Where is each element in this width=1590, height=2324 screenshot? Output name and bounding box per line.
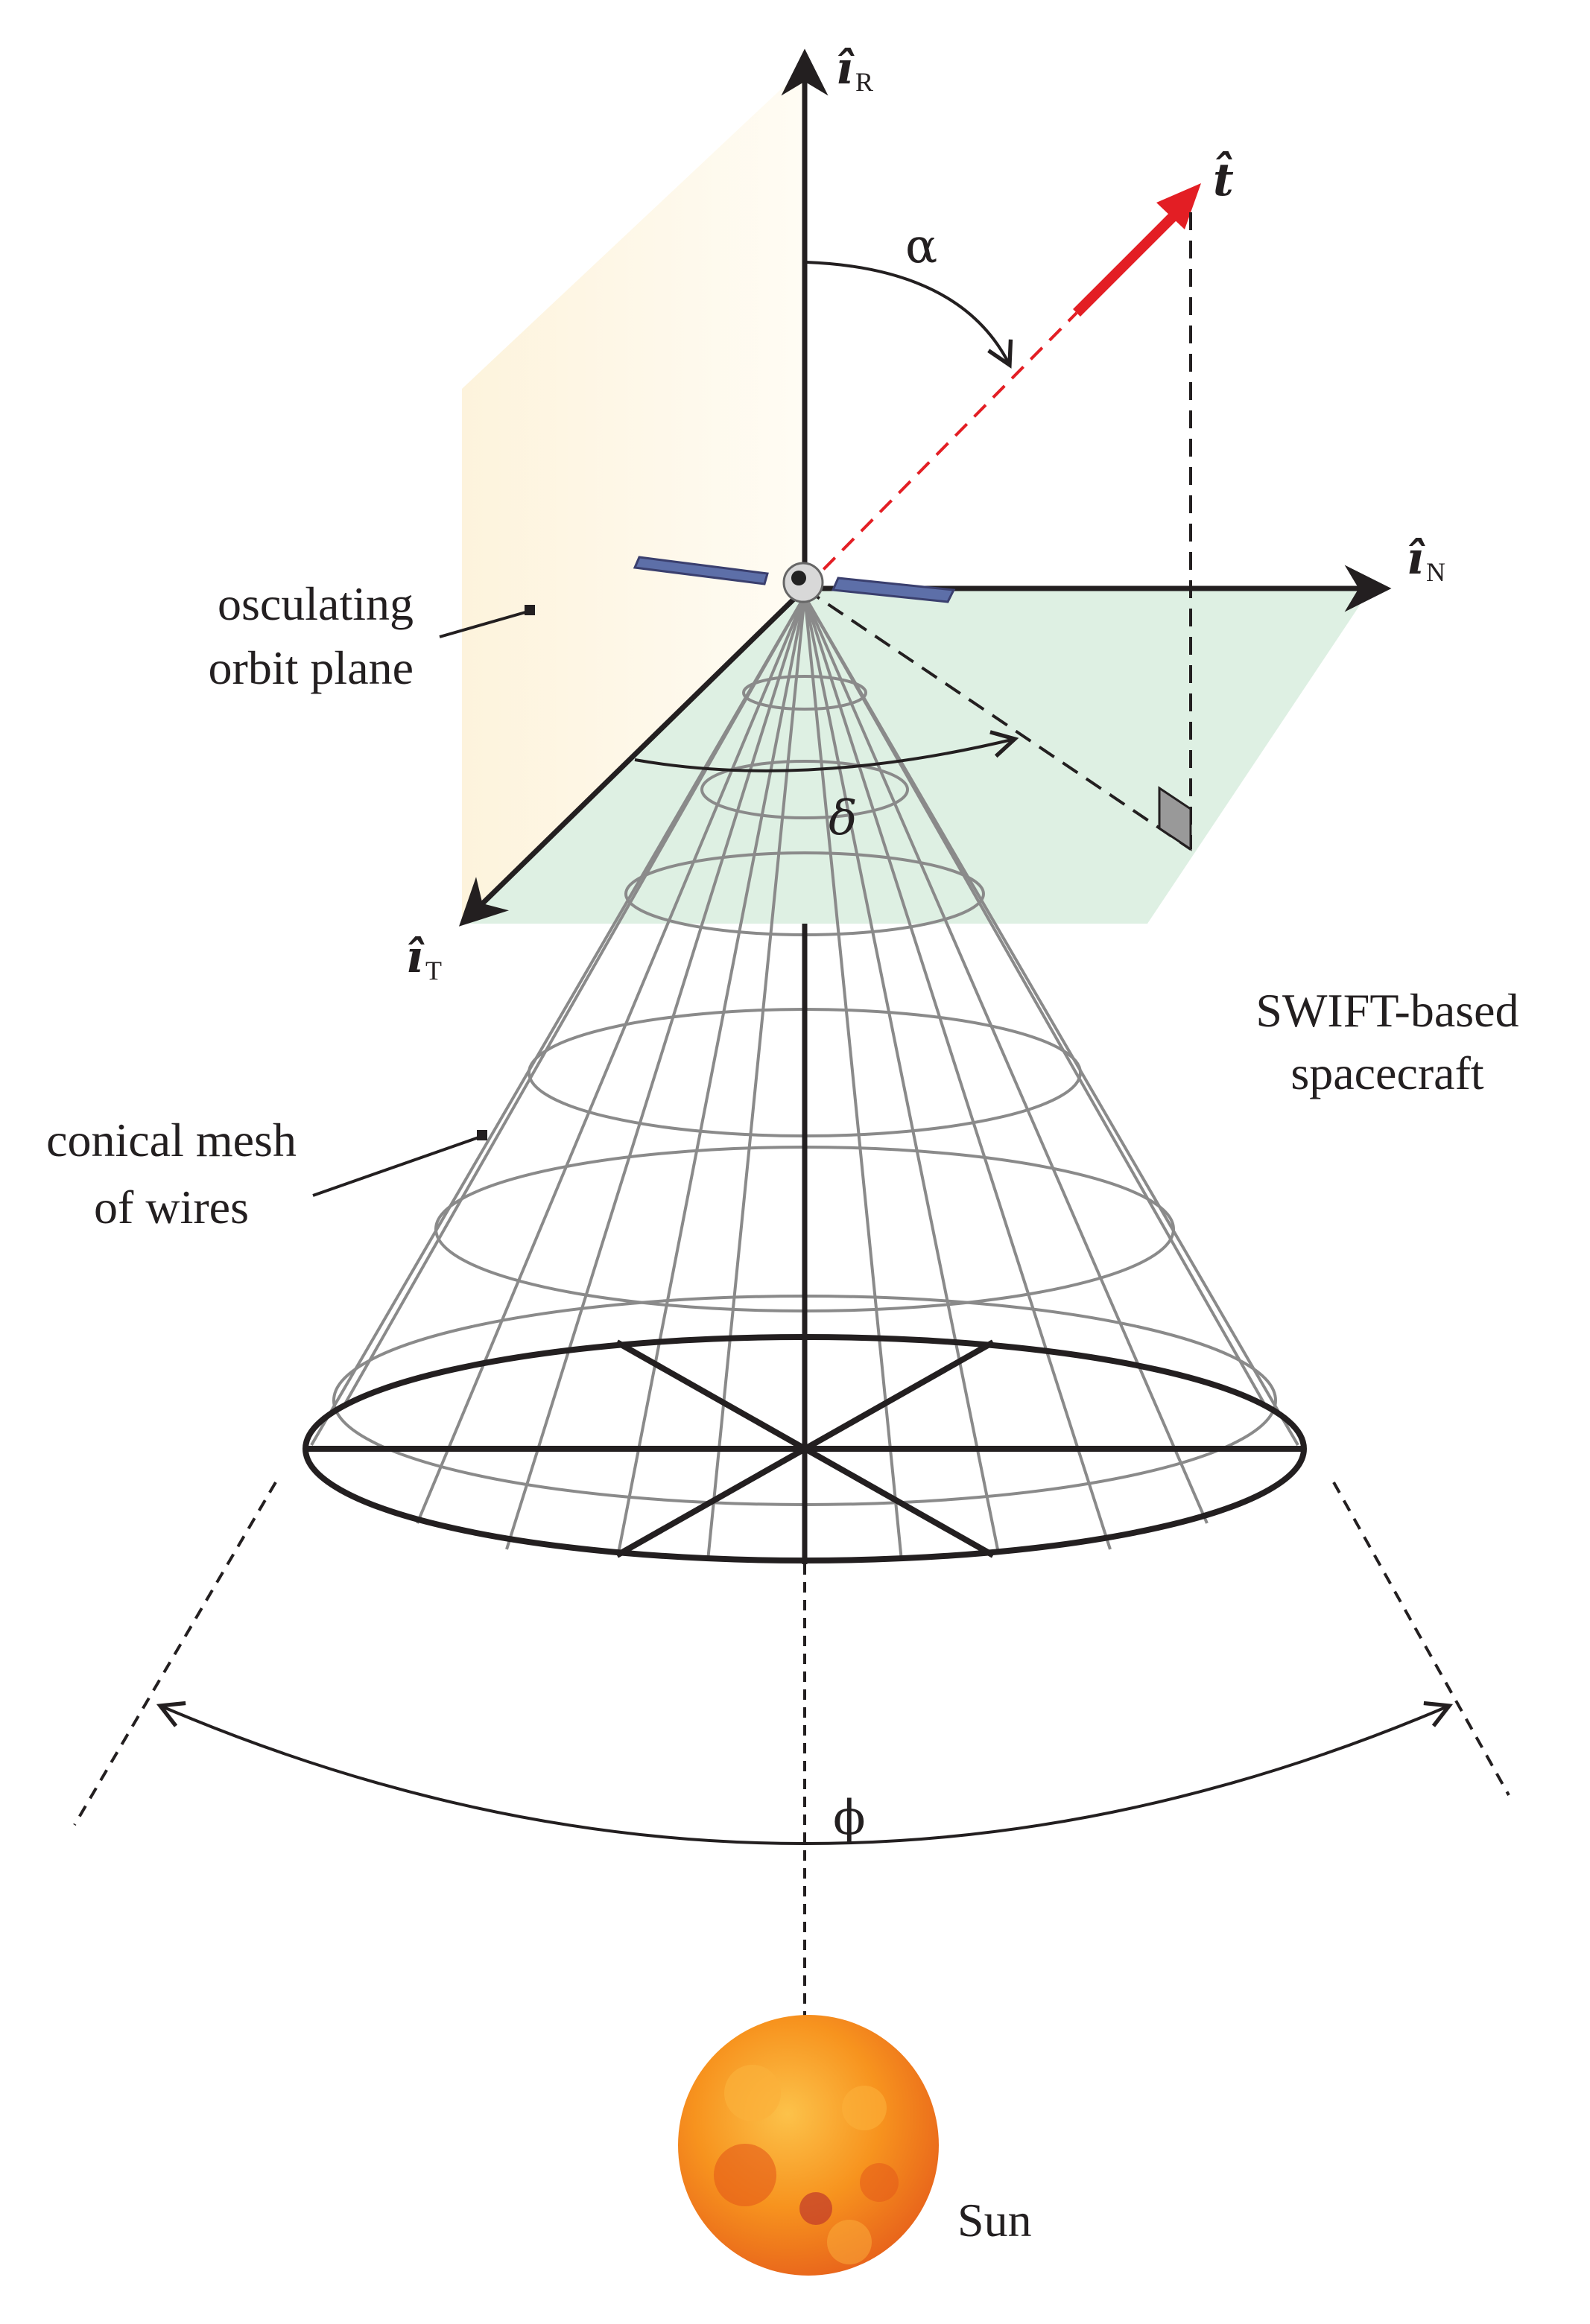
thrust-vector [1073,201,1188,317]
thrust-dashed [803,311,1078,590]
axis-r-subscript: R [855,67,873,97]
axis-n-subscript: N [1426,557,1445,587]
mesh-leader [312,1134,484,1197]
delta-arc [634,730,1019,772]
orbit-plane [462,66,806,924]
cone-edge-right [1332,1482,1510,1796]
phi-arc [156,1701,1454,1845]
label-orbit-plane-2: orbit plane [209,641,414,694]
label-spacecraft-1: SWIFT-based [1255,984,1518,1037]
delta-label: δ [829,791,858,846]
cone-edge-left [73,1481,277,1826]
phi-label: ϕ [833,1791,866,1846]
mesh-leader-dot [477,1130,487,1140]
axis-t-subscript: T [425,956,442,985]
normal-plane [462,588,1371,924]
spacecraft-icon [633,556,956,603]
axis-n-label: î [1407,533,1425,585]
label-spacecraft-2: spacecraft [1290,1047,1484,1099]
label-orbit-plane-1: osculating [218,577,414,630]
thrust-label: t̂ [1213,151,1234,206]
axis-t [458,586,807,927]
sun-icon [678,2015,939,2276]
label-mesh-2: of wires [94,1181,249,1234]
label-mesh-1: conical mesh [46,1114,297,1166]
orbit-plane-leader [439,609,531,638]
thrust-horizontal-projection [803,587,1192,851]
axis-t-label: î [406,931,425,983]
alpha-arc [805,261,1013,369]
label-sun: Sun [957,2194,1032,2247]
alpha-label: α [905,219,937,274]
thrust-arrowhead [1156,183,1201,229]
right-angle-marker [1158,786,1192,851]
orbit-plane-leader-dot [525,605,535,615]
axis-r-label: î [836,42,855,95]
